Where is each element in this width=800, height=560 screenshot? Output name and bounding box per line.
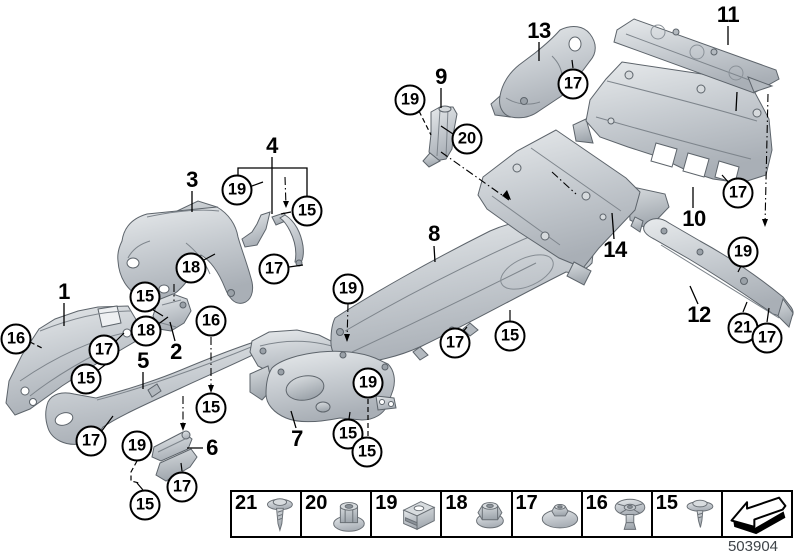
part-10-shape[interactable] xyxy=(572,61,773,184)
fastener-callout-19[interactable]: 19 xyxy=(727,236,759,268)
part-label-1[interactable]: 1 xyxy=(58,279,70,304)
tapping-screw-icon xyxy=(267,498,293,533)
legend-number: 16 xyxy=(585,492,608,514)
collar-nut-icon xyxy=(333,502,365,532)
part-1-shape[interactable] xyxy=(5,305,142,416)
fastener-callout-17[interactable]: 17 xyxy=(722,177,754,209)
fastener-callout-17[interactable]: 17 xyxy=(75,425,107,457)
doc-number: 503904 xyxy=(727,538,779,555)
part-2-shape[interactable] xyxy=(152,293,192,332)
part-label-14[interactable]: 14 xyxy=(603,237,627,262)
fastener-legend: 21 20 19 18 xyxy=(230,490,793,538)
fastener-callout-15[interactable]: 15 xyxy=(494,320,526,352)
part-5-shape[interactable] xyxy=(45,340,262,445)
legend-item-16[interactable]: 16 xyxy=(582,492,653,536)
back-arrow-icon xyxy=(730,496,787,535)
legend-item-21[interactable]: 21 xyxy=(232,492,303,536)
part-4-shape[interactable] xyxy=(241,211,304,267)
fastener-callout-19[interactable]: 19 xyxy=(121,430,153,462)
fastener-callout-18[interactable]: 18 xyxy=(130,315,162,347)
washer-screw-icon xyxy=(686,499,714,528)
part-label-4[interactable]: 4 xyxy=(266,133,278,158)
legend-number: 21 xyxy=(235,492,258,514)
expanding-rivet-icon xyxy=(614,498,646,530)
fastener-callout-19[interactable]: 19 xyxy=(394,84,426,116)
fastener-callout-15[interactable]: 15 xyxy=(129,281,161,313)
legend-number: 15 xyxy=(655,492,678,514)
fastener-callout-17[interactable]: 17 xyxy=(751,322,783,354)
part-label-13[interactable]: 13 xyxy=(527,18,551,43)
part-12-shape[interactable] xyxy=(630,216,794,328)
legend-nav-cell[interactable] xyxy=(722,492,791,536)
part-6-shape[interactable] xyxy=(151,430,198,482)
part-label-11[interactable]: 11 xyxy=(716,2,740,27)
legend-number: 17 xyxy=(515,492,538,514)
legend-number: 20 xyxy=(305,492,328,514)
part-label-9[interactable]: 9 xyxy=(435,64,447,89)
part-label-12[interactable]: 12 xyxy=(687,302,711,327)
fastener-callout-17[interactable]: 17 xyxy=(557,68,589,100)
washer-nut-icon xyxy=(541,504,578,529)
part-label-3[interactable]: 3 xyxy=(186,167,198,192)
part-label-6[interactable]: 6 xyxy=(206,435,218,460)
fastener-callout-16[interactable]: 16 xyxy=(0,323,32,355)
fastener-callout-15[interactable]: 15 xyxy=(70,363,102,395)
fastener-callout-19[interactable]: 19 xyxy=(352,367,384,399)
part-13-shape[interactable] xyxy=(490,26,596,119)
part-11-shape[interactable] xyxy=(613,18,780,94)
fastener-callout-15[interactable]: 15 xyxy=(291,195,323,227)
legend-number: 19 xyxy=(375,492,398,514)
part-9-shape[interactable] xyxy=(422,105,458,168)
fastener-callout-17[interactable]: 17 xyxy=(166,471,198,503)
legend-item-19[interactable]: 19 xyxy=(372,492,443,536)
part-label-8[interactable]: 8 xyxy=(428,221,440,246)
legend-item-20[interactable]: 20 xyxy=(302,492,373,536)
part-label-5[interactable]: 5 xyxy=(137,348,149,373)
legend-item-15[interactable]: 15 xyxy=(652,492,723,536)
leader-arrowheads xyxy=(180,190,768,431)
fastener-callout-17[interactable]: 17 xyxy=(439,327,471,359)
legend-number: 18 xyxy=(445,492,468,514)
cage-nut-clip-icon xyxy=(402,501,436,531)
fastener-callout-19[interactable]: 19 xyxy=(332,273,364,305)
fastener-callout-15[interactable]: 15 xyxy=(332,418,364,450)
part-label-7[interactable]: 7 xyxy=(291,426,303,451)
leader-lines xyxy=(29,26,770,491)
fastener-callout-20[interactable]: 20 xyxy=(451,123,483,155)
legend-item-17[interactable]: 17 xyxy=(512,492,583,536)
part-label-2[interactable]: 2 xyxy=(170,339,182,364)
fastener-callout-15[interactable]: 15 xyxy=(195,392,227,424)
fastener-callout-21[interactable]: 21 xyxy=(727,312,759,344)
fastener-callout-17[interactable]: 17 xyxy=(258,253,290,285)
legend-item-18[interactable]: 18 xyxy=(442,492,513,536)
fastener-callout-15[interactable]: 15 xyxy=(351,436,383,468)
part-label-10[interactable]: 10 xyxy=(682,206,706,231)
fastener-callout-15[interactable]: 15 xyxy=(129,489,161,521)
fastener-callout-16[interactable]: 16 xyxy=(195,305,227,337)
flange-nut-icon xyxy=(475,502,504,529)
fastener-callout-19[interactable]: 19 xyxy=(221,174,253,206)
fastener-callout-17[interactable]: 17 xyxy=(88,334,120,366)
fastener-callout-18[interactable]: 18 xyxy=(175,252,207,284)
